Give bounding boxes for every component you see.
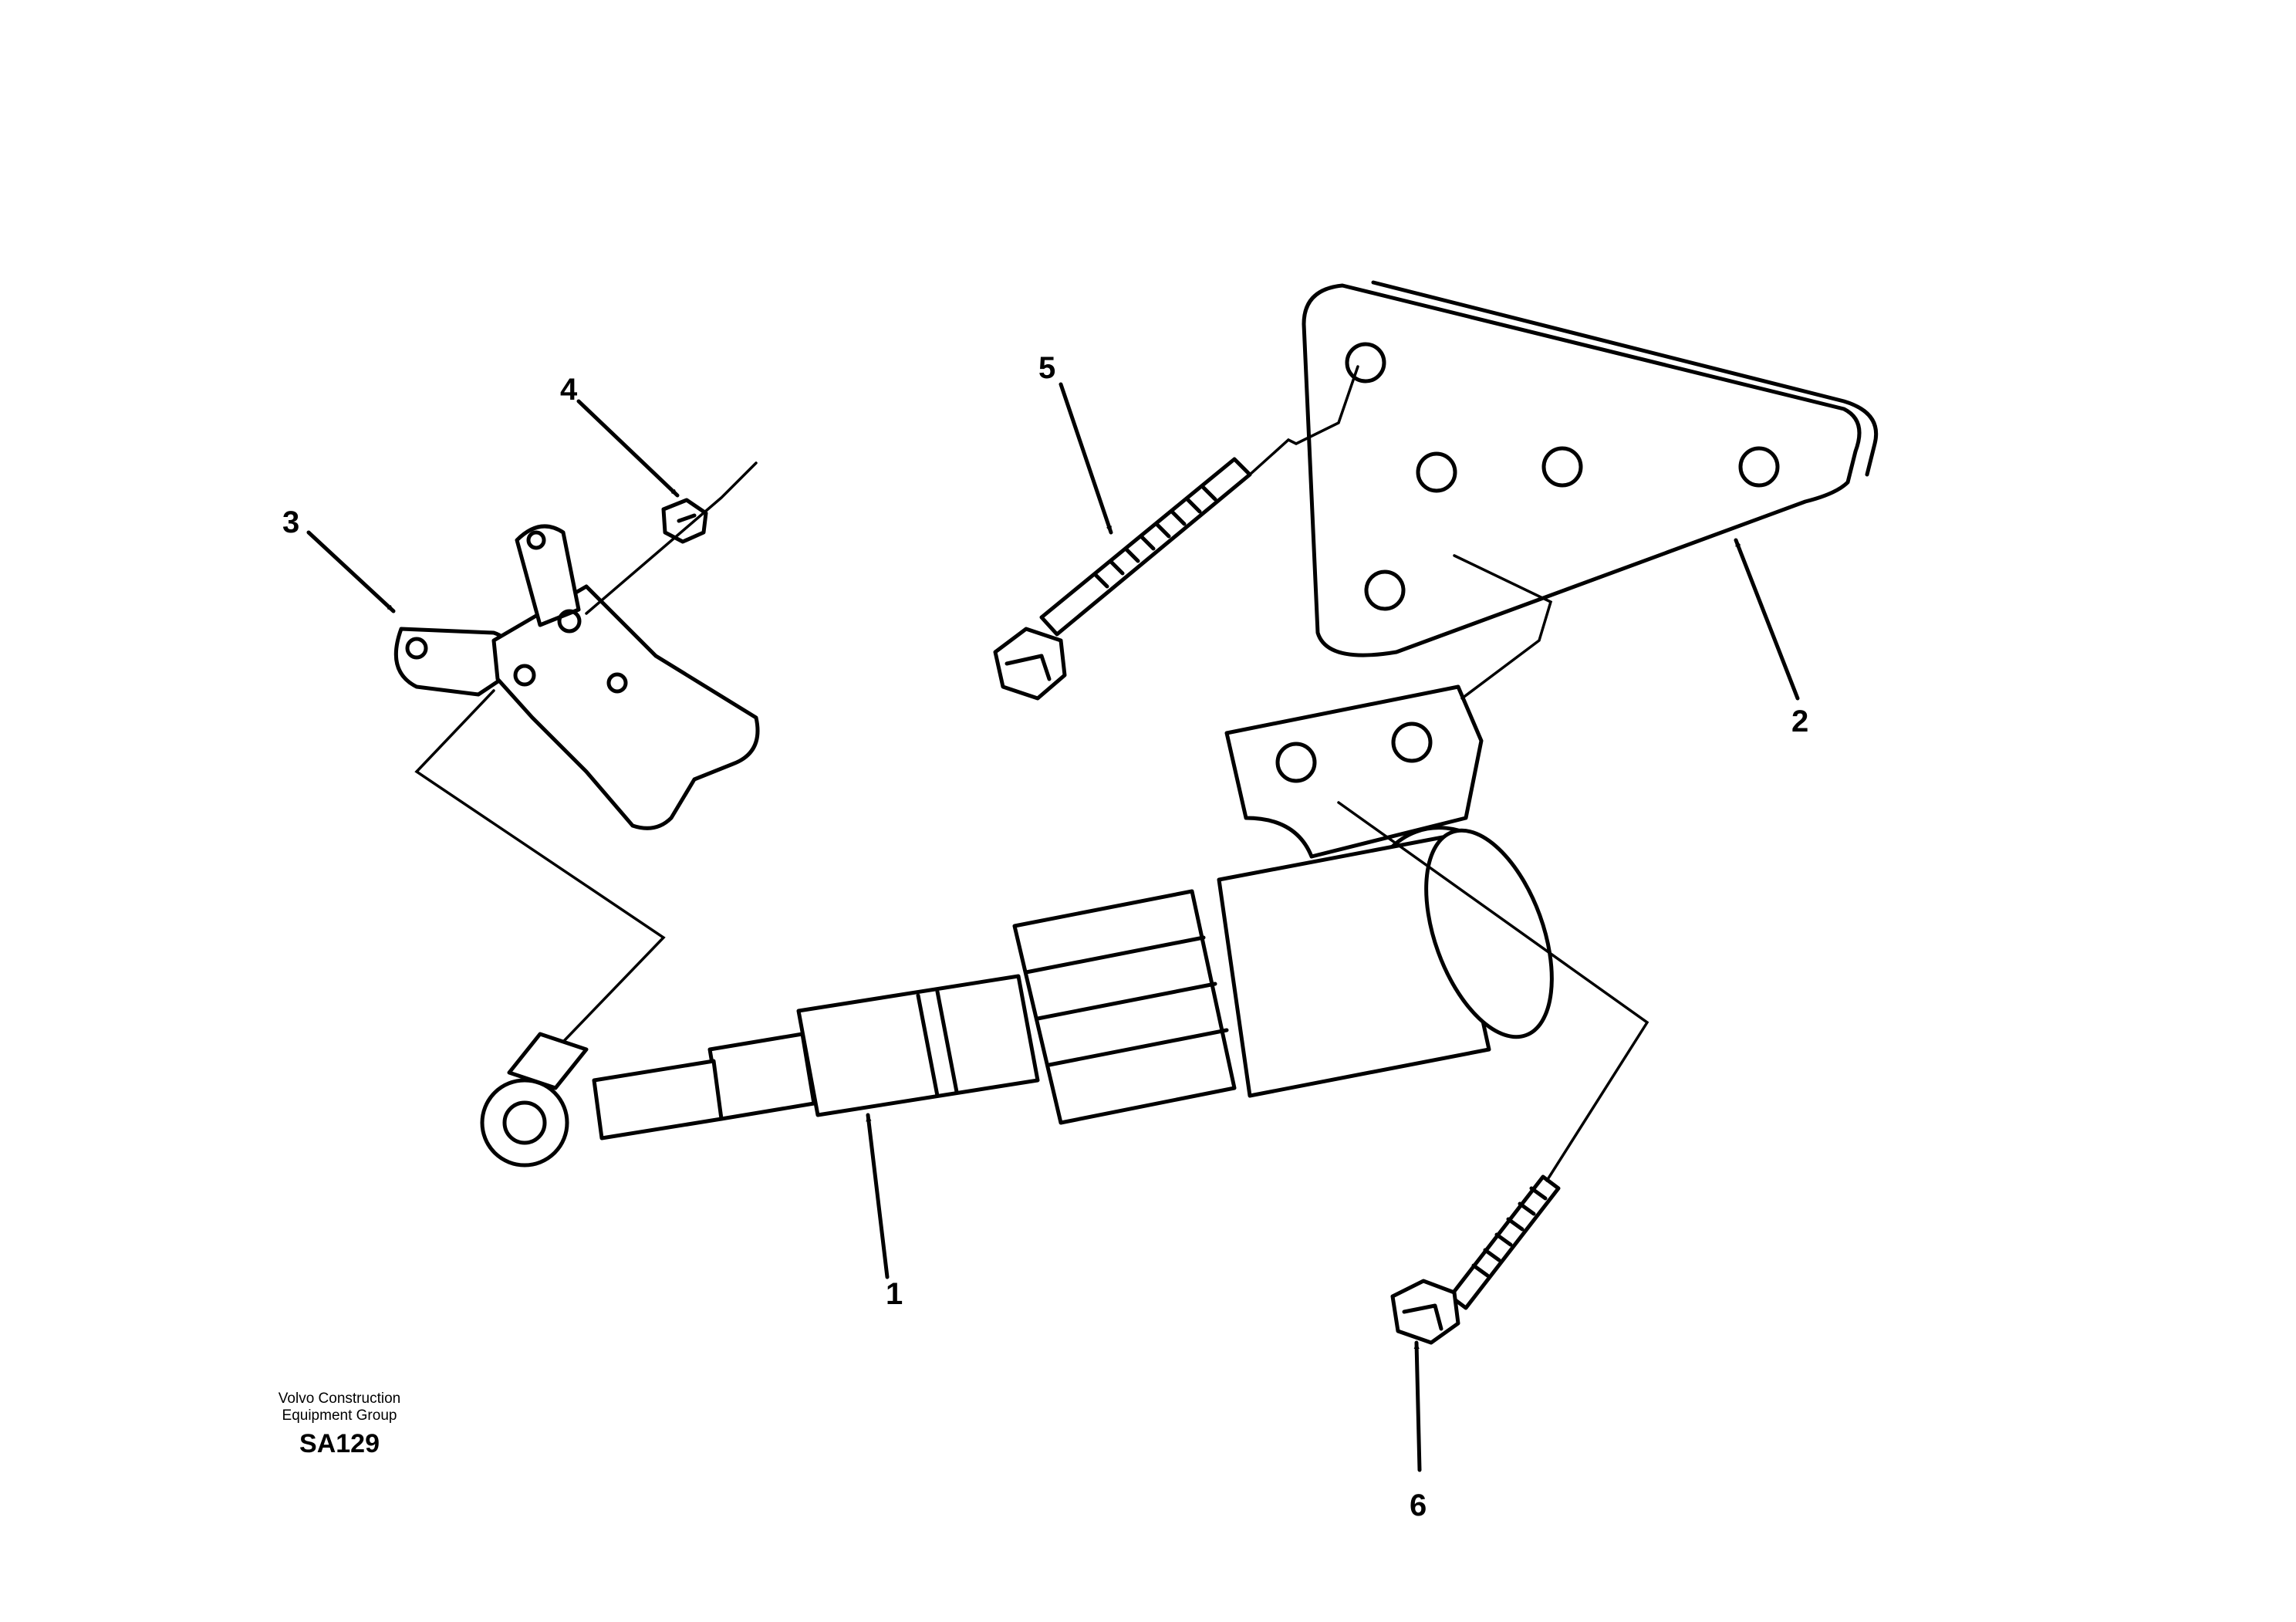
credit-line-1: Volvo Construction <box>278 1391 401 1407</box>
nut <box>661 498 708 544</box>
callout-arrow-4 <box>576 399 680 498</box>
callout-number-3: 3 <box>282 505 299 539</box>
mounting-plate <box>1302 280 1879 657</box>
callout-arrow-1 <box>866 1113 890 1279</box>
callout-arrows <box>306 382 1800 1472</box>
long-bolt <box>993 457 1252 701</box>
assembly-lines <box>414 365 1649 1182</box>
lever <box>393 524 760 830</box>
figure-code: SA129 <box>299 1429 380 1458</box>
short-bolt <box>1390 1174 1561 1345</box>
callout-arrow-6 <box>1413 1340 1422 1472</box>
callout-number-6: 6 <box>1410 1489 1427 1522</box>
solenoid <box>480 826 1554 1168</box>
credit-line-2: Equipment Group <box>282 1407 397 1424</box>
callout-arrow-2 <box>1734 538 1800 701</box>
solenoid-bracket <box>1224 684 1484 859</box>
callout-number-4: 4 <box>560 373 578 407</box>
callout-number-5: 5 <box>1038 351 1055 385</box>
callout-arrow-5 <box>1059 382 1113 535</box>
callout-arrow-3 <box>306 530 396 613</box>
callout-number-1: 1 <box>886 1277 903 1311</box>
publisher-credit: Volvo Construction Equipment Group SA129 <box>231 1391 447 1459</box>
callout-number-2: 2 <box>1791 705 1808 738</box>
